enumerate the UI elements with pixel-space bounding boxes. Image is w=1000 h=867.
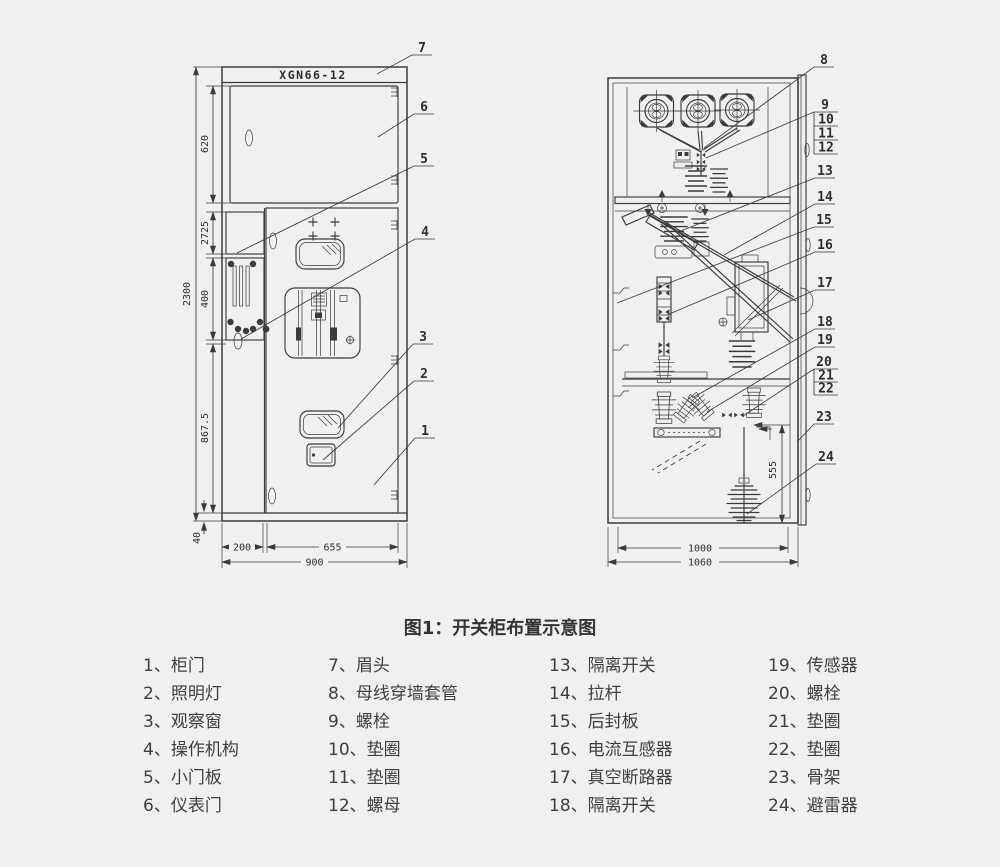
callout-label: 18 [817, 315, 833, 330]
legend-item: 3、观察窗 [143, 712, 222, 732]
legend-item: 23、骨架 [768, 768, 841, 788]
observation-window [299, 410, 345, 439]
legend-item: 6、仪表门 [143, 796, 222, 816]
vacuum-circuit-breaker [718, 254, 769, 368]
callout-label: 14 [817, 190, 833, 205]
legend-item: 13、隔离开关 [549, 656, 656, 676]
legend-item: 17、真空断路器 [549, 768, 673, 788]
legend-item: 7、眉头 [328, 656, 390, 676]
dim-label: 2725 [200, 221, 211, 245]
legend-item: 16、电流互感器 [549, 740, 673, 760]
callout-label: 12 [818, 141, 834, 156]
front-callouts: 7 6 5 4 3 2 1 [236, 41, 435, 486]
legend-item: 9、螺栓 [328, 712, 390, 732]
legend-item: 5、小门板 [143, 768, 222, 788]
upper-disconnector-and-rods [621, 203, 797, 343]
legend-item: 15、后封板 [549, 712, 639, 732]
dim-label: 2300 [182, 282, 193, 306]
callout-label: 6 [420, 100, 428, 115]
surge-arrester [726, 477, 762, 523]
model-label: XGN66-12 [279, 68, 346, 82]
front-dimensions: 2300 620 2725 400 867.5 40 200 655 [182, 66, 408, 569]
legend-item: 22、垫圈 [768, 740, 841, 760]
callout-label: 3 [419, 330, 427, 345]
dim-label: 400 [200, 290, 211, 308]
dim-label: 1060 [688, 558, 712, 569]
callout-label: 2 [420, 367, 428, 382]
operating-mechanism-panel [284, 287, 361, 359]
callout-label: 16 [817, 238, 833, 253]
dim-label: 200 [233, 543, 251, 554]
legend-item: 12、螺母 [328, 796, 401, 816]
legend-item: 4、操作机构 [143, 740, 239, 760]
cabinet-frame-front [221, 66, 408, 522]
legend-column-4: 19、传感器 20、螺栓 21、垫圈 22、垫圈 23、骨架 24、避雷器 [768, 652, 858, 820]
dim-label: 900 [305, 558, 323, 569]
lighting-window [306, 443, 336, 467]
legend-item: 20、螺栓 [768, 684, 841, 704]
small-door-panels [225, 208, 270, 513]
callout-label: 10 [818, 113, 834, 128]
legend-item: 21、垫圈 [768, 712, 841, 732]
callout-label: 13 [817, 164, 833, 179]
callout-label: 8 [820, 53, 828, 68]
side-dimensions: 555 1000 1060 [607, 422, 799, 569]
legend-item: 8、母线穿墙套管 [328, 684, 458, 704]
current-transformer [653, 276, 675, 383]
busbar-bushings [632, 88, 761, 217]
legend-column-1: 1、柜门 2、照明灯 3、观察窗 4、操作机构 5、小门板 6、仪表门 [143, 652, 239, 820]
legend-item: 10、垫圈 [328, 740, 401, 760]
callout-label: 1 [421, 424, 429, 439]
cabinet-frame-side [607, 74, 814, 526]
technical-drawing: XGN66-12 [182, 41, 838, 569]
callout-label: 23 [816, 410, 832, 425]
dim-label: 620 [200, 135, 211, 153]
dim-label: 655 [323, 543, 341, 554]
dim-label: 867.5 [200, 413, 211, 443]
callout-label: 22 [818, 382, 834, 397]
side-view-drawing: 555 1000 1060 8 9 10 11 12 13 14 15 16 [607, 53, 838, 569]
callout-label: 11 [818, 127, 834, 142]
upper-window [295, 238, 345, 270]
dim-label: 1000 [688, 544, 712, 555]
legend-item: 14、拉杆 [549, 684, 622, 704]
legend-item: 11、垫圈 [328, 768, 401, 788]
callout-label: 24 [818, 450, 834, 465]
dim-label: 40 [192, 532, 203, 544]
legend-column-3: 13、隔离开关 14、拉杆 15、后封板 16、电流互感器 17、真空断路器 1… [549, 652, 673, 820]
callout-label: 5 [420, 152, 428, 167]
instrument-door [229, 85, 399, 204]
legend-item: 19、传感器 [768, 656, 858, 676]
callout-label: 20 [816, 355, 832, 370]
dim-label: 555 [768, 461, 779, 479]
legend-item: 18、隔离开关 [549, 796, 656, 816]
callout-label: 19 [817, 333, 833, 348]
legend-item: 24、避雷器 [768, 796, 858, 816]
callout-label: 9 [821, 98, 829, 113]
cabinet-door [265, 207, 399, 514]
legend-column-2: 7、眉头 8、母线穿墙套管 9、螺栓 10、垫圈 11、垫圈 12、螺母 [328, 652, 458, 820]
callout-label: 17 [817, 276, 833, 291]
front-view-drawing: XGN66-12 [182, 41, 435, 569]
side-callouts: 8 9 10 11 12 13 14 15 16 17 18 19 20 21 … [616, 53, 838, 515]
callout-label: 21 [818, 369, 834, 384]
figure-caption: 图1：开关柜布置示意图 [403, 618, 597, 639]
legend-item: 1、柜门 [143, 656, 205, 676]
callout-label: 15 [816, 213, 832, 228]
legend-item: 2、照明灯 [143, 684, 222, 704]
callout-label: 4 [421, 225, 429, 240]
callout-label: 7 [418, 41, 426, 56]
